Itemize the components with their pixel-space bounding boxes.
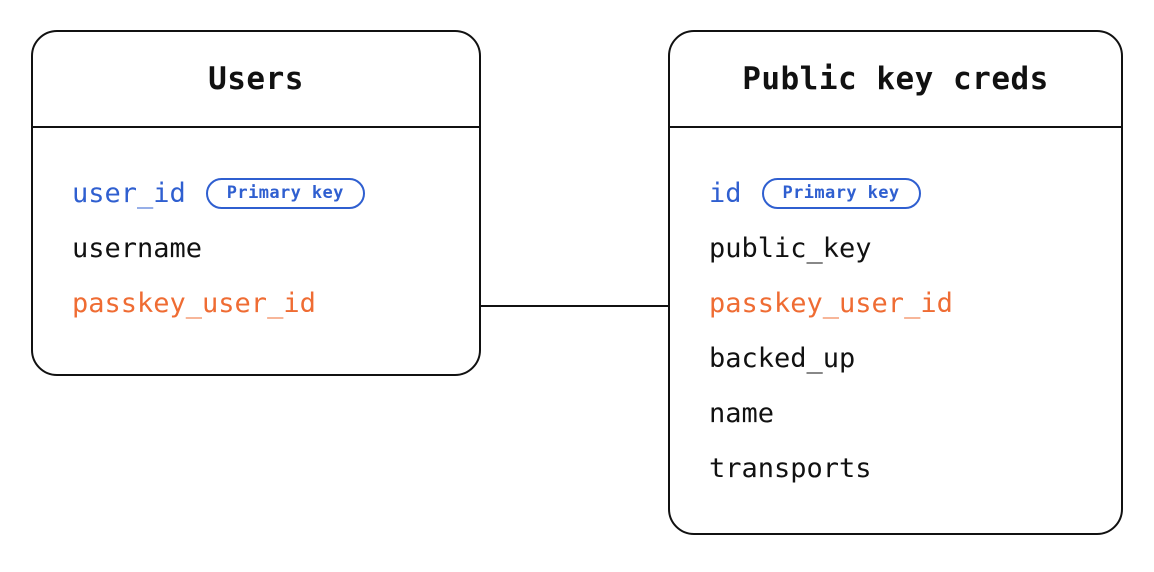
entity-users-title: Users (208, 60, 304, 97)
field-row[interactable]: id Primary key (670, 166, 1121, 221)
entity-users-header: Users (33, 32, 479, 128)
relationship-connector-users-pkcreds (480, 305, 670, 307)
field-name-transports: transports (709, 453, 872, 484)
field-name-name: name (709, 398, 775, 429)
entity-public-key-creds-title: Public key creds (742, 60, 1049, 97)
entity-public-key-creds-header: Public key creds (670, 32, 1121, 128)
field-row[interactable]: transports (670, 441, 1121, 496)
field-name-id: id (709, 178, 742, 209)
entity-users-field-list: user_id Primary key username passkey_use… (33, 128, 479, 331)
entity-users[interactable]: Users user_id Primary key username passk… (31, 30, 481, 376)
entity-public-key-creds-field-list: id Primary key public_key passkey_user_i… (670, 128, 1121, 496)
field-row[interactable]: passkey_user_id (33, 276, 479, 331)
field-row[interactable]: user_id Primary key (33, 166, 479, 221)
field-row[interactable]: passkey_user_id (670, 276, 1121, 331)
field-name-username: username (72, 233, 203, 264)
entity-public-key-creds[interactable]: Public key creds id Primary key public_k… (668, 30, 1123, 535)
field-row[interactable]: username (33, 221, 479, 276)
field-name-backed-up: backed_up (709, 343, 856, 374)
field-row[interactable]: backed_up (670, 331, 1121, 386)
primary-key-badge: Primary key (761, 178, 921, 209)
field-name-passkey-user-id: passkey_user_id (709, 288, 953, 319)
field-name-passkey-user-id: passkey_user_id (72, 288, 316, 319)
field-name-user-id: user_id (72, 178, 186, 209)
primary-key-badge: Primary key (205, 178, 365, 209)
field-row[interactable]: public_key (670, 221, 1121, 276)
field-row[interactable]: name (670, 386, 1121, 441)
field-name-public-key: public_key (709, 233, 872, 264)
